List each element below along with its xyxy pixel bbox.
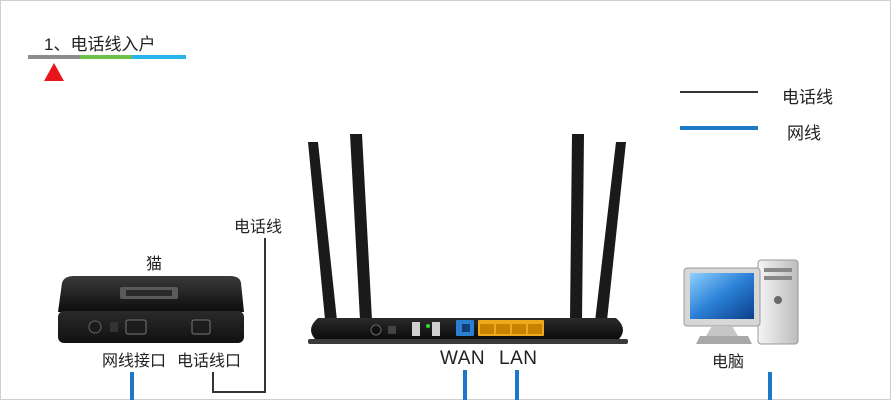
step-title: 1、电话线入户 <box>44 35 156 54</box>
phone-line-to-modem <box>212 372 214 393</box>
legend-network-cable-swatch <box>680 126 758 130</box>
network-cable-modem <box>130 372 134 400</box>
modem-phone-port-label: 电话线口 <box>177 353 242 370</box>
step-bar-segment-gray <box>28 55 80 59</box>
router-antennas <box>308 134 626 330</box>
computer-label: 电脑 <box>712 354 745 371</box>
step-bar-segment-green <box>80 55 132 59</box>
router-wan-label: WAN <box>440 348 486 369</box>
modem-device <box>58 276 244 343</box>
step-bar-segment-blue <box>132 55 186 59</box>
current-step-marker-icon <box>44 63 64 81</box>
router-device <box>308 318 628 344</box>
network-cable-pc <box>768 372 772 400</box>
modem-label: 猫 <box>146 256 163 273</box>
legend-phone-line-swatch <box>680 91 758 93</box>
modem-network-port-label: 网线接口 <box>102 353 167 370</box>
legend-network-cable-label: 网线 <box>787 124 821 143</box>
phone-line-label: 电话线 <box>234 219 283 236</box>
phone-line-vertical <box>264 238 266 393</box>
network-cable-lan <box>515 370 519 400</box>
computer-device <box>683 259 799 345</box>
phone-line-horizontal <box>212 391 266 393</box>
legend-phone-line-label: 电话线 <box>782 88 833 107</box>
network-cable-wan <box>463 370 467 400</box>
router-lan-label: LAN <box>499 348 538 369</box>
